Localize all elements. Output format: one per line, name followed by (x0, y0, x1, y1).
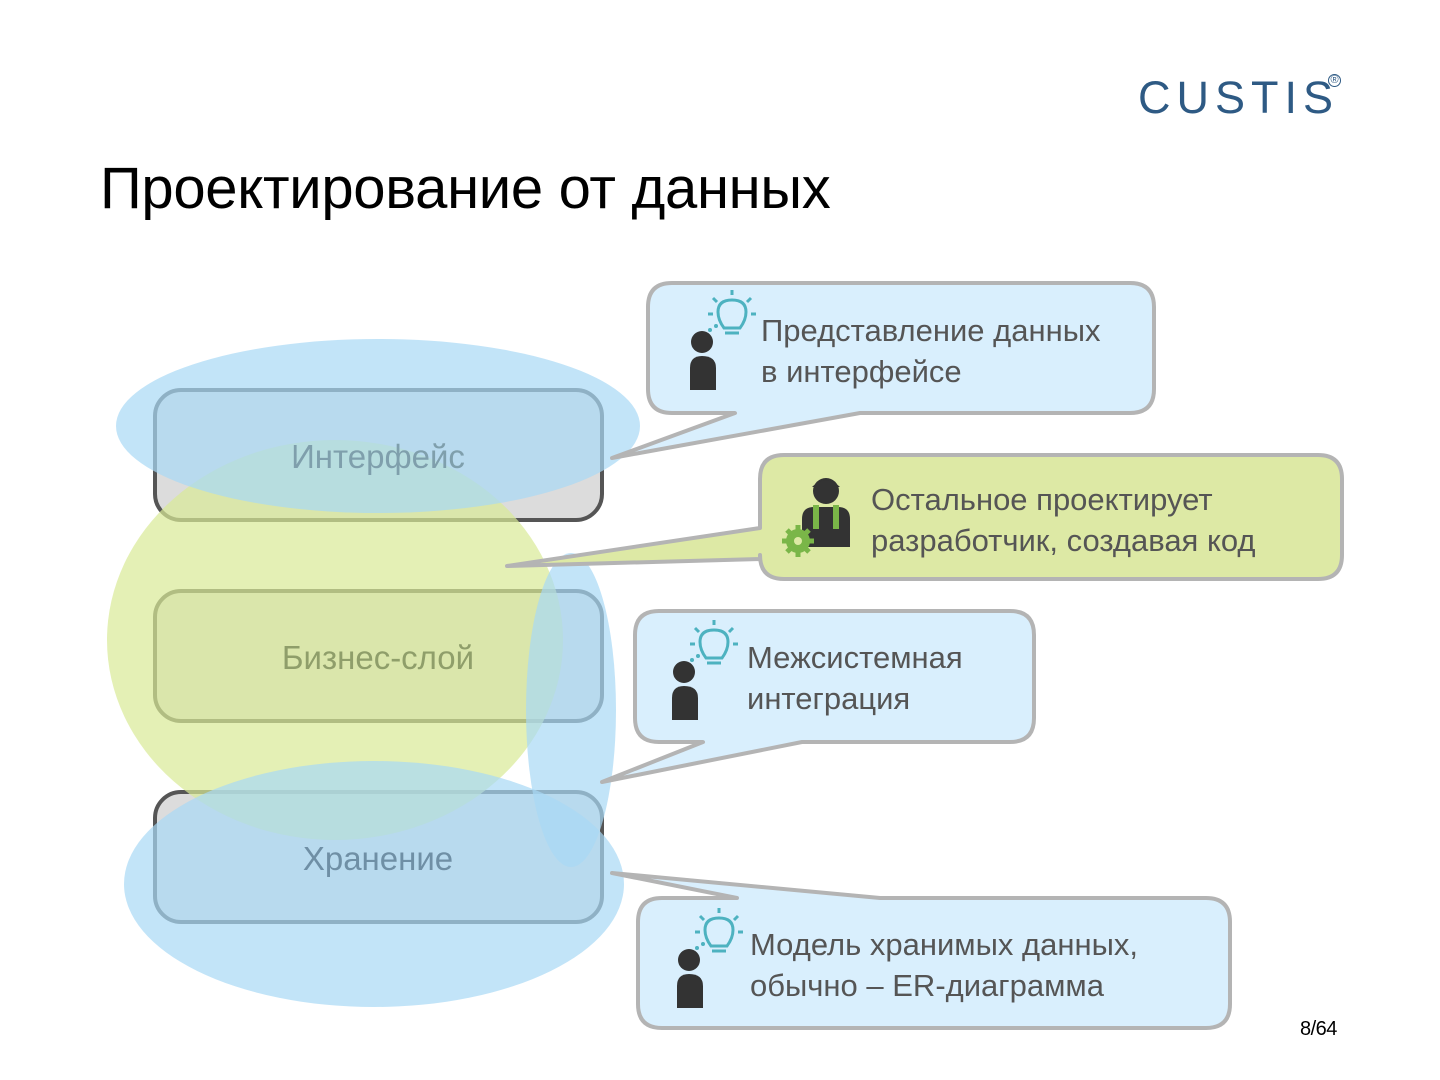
developer-gear-icon (782, 478, 850, 557)
ellipse-storage-area (124, 761, 624, 1007)
callout-text-developer: Остальное проектирует разработчик, созда… (871, 479, 1256, 561)
layer-label-storage: Хранение (302, 840, 454, 877)
callout-line: Модель хранимых данных, (750, 927, 1138, 962)
ellipse-integration-area (526, 553, 616, 867)
layer-label-business: Бизнес-слой (281, 639, 475, 676)
person-lightbulb-icon (690, 290, 756, 390)
layer-label-interface: Интерфейс (291, 438, 465, 475)
callout-line: интеграция (747, 681, 911, 716)
page-title: Проектирование от данных (100, 156, 831, 221)
callout-line: в интерфейсе (761, 354, 962, 389)
callout-bubble-interface (610, 281, 1156, 460)
page-number: 8/64 (1300, 1018, 1337, 1040)
callout-line: Межсистемная (747, 640, 963, 675)
callout-text-interface: Представление данных в интерфейсе (761, 310, 1101, 392)
callout-bubble-developer (505, 453, 1344, 581)
callout-line: Остальное проектирует (871, 482, 1213, 517)
person-lightbulb-icon (672, 620, 738, 720)
callout-bubble-integration (600, 609, 1036, 784)
callout-bubble-storage (610, 871, 1232, 1030)
callout-text-integration: Межсистемная интеграция (747, 637, 963, 719)
callout-line: разработчик, создавая код (871, 523, 1256, 558)
custis-logo: CUSTIS (1138, 72, 1340, 123)
logo-registered-mark: ® (1328, 74, 1341, 87)
callout-line: обычно – ER-диаграмма (750, 968, 1104, 1003)
person-lightbulb-icon (677, 908, 743, 1008)
callout-line: Представление данных (761, 313, 1101, 348)
callout-text-storage: Модель хранимых данных, обычно – ER-диаг… (750, 924, 1138, 1006)
ellipse-developer-area (107, 440, 563, 840)
ellipse-interface-area (116, 339, 640, 513)
